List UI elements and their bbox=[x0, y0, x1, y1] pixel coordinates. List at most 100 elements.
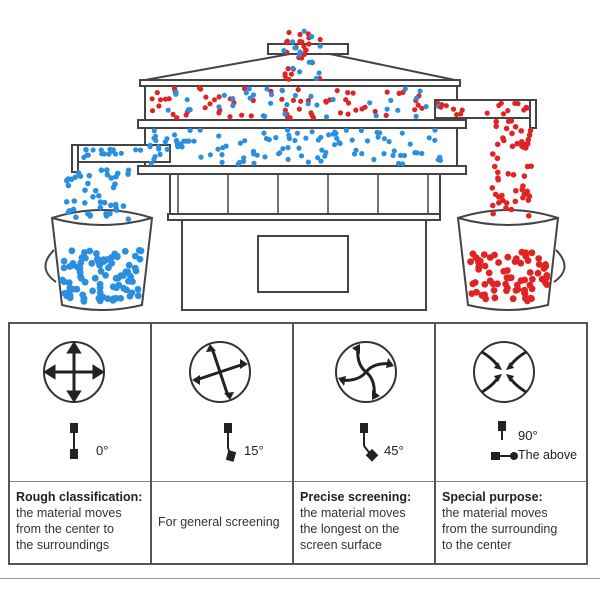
fine-particle bbox=[391, 148, 397, 154]
coarse-particle bbox=[345, 111, 351, 117]
coarse-particle bbox=[415, 102, 421, 108]
coarse-particle bbox=[384, 89, 390, 95]
coarse-particle bbox=[174, 115, 180, 121]
fine-particle bbox=[118, 150, 124, 156]
fine-particle bbox=[77, 173, 84, 179]
coarse-particle bbox=[513, 188, 519, 194]
coarse-particle bbox=[494, 141, 501, 148]
coarse-particle bbox=[521, 289, 528, 297]
angle-label: 90° bbox=[518, 428, 538, 443]
fine-particle bbox=[285, 156, 291, 162]
fine-particle bbox=[326, 132, 332, 138]
fine-particle bbox=[115, 170, 121, 177]
fine-particle bbox=[88, 259, 96, 267]
fine-particle bbox=[137, 147, 144, 153]
coarse-particle bbox=[520, 194, 526, 201]
fine-particle bbox=[69, 260, 77, 267]
coarse-particle bbox=[170, 111, 176, 117]
coarse-particle bbox=[510, 172, 517, 178]
fine-particle bbox=[90, 194, 96, 200]
coarse-particle bbox=[298, 98, 304, 104]
fine-particle bbox=[197, 127, 203, 133]
fine-particle bbox=[251, 151, 257, 157]
fine-particle bbox=[290, 65, 296, 71]
fine-particle bbox=[134, 285, 142, 293]
coarse-particle bbox=[317, 36, 323, 43]
fine-particle bbox=[243, 90, 249, 96]
fine-particle bbox=[281, 48, 287, 54]
coarse-particle bbox=[227, 114, 233, 120]
fine-particle bbox=[316, 70, 322, 76]
fine-particle bbox=[292, 92, 298, 99]
description-line: screen surface bbox=[300, 538, 382, 552]
fine-particle bbox=[437, 157, 443, 163]
fine-particle bbox=[273, 135, 279, 141]
coarse-particle bbox=[505, 108, 511, 114]
fine-particle bbox=[332, 142, 338, 148]
fine-particle bbox=[426, 135, 432, 141]
fine-particle bbox=[292, 45, 298, 51]
fine-particle bbox=[292, 137, 298, 144]
coarse-particle bbox=[303, 47, 309, 53]
coarse-particle bbox=[337, 110, 344, 116]
mode-rough-icon-row: 0° bbox=[10, 324, 150, 482]
fine-particle bbox=[309, 59, 315, 65]
coarse-particle bbox=[362, 104, 368, 110]
coarse-particle bbox=[493, 118, 500, 125]
fine-particle bbox=[386, 139, 392, 145]
fine-particle bbox=[85, 180, 91, 187]
coarse-particle bbox=[508, 206, 515, 213]
coarse-particle bbox=[489, 280, 497, 288]
fine-particle bbox=[156, 146, 162, 152]
fine-particle bbox=[247, 95, 253, 101]
coarse-particle bbox=[454, 112, 460, 118]
coarse-particle bbox=[517, 259, 525, 267]
weight-indicator-icon bbox=[70, 423, 78, 459]
mode-heading: Special purpose: bbox=[442, 490, 543, 504]
description-line: to the center bbox=[442, 538, 512, 552]
coarse-particle bbox=[149, 108, 156, 114]
fine-particle bbox=[315, 155, 321, 161]
coarse-particle bbox=[469, 250, 477, 258]
coarse-particle bbox=[297, 31, 303, 38]
inward-arrows-90-icon bbox=[473, 341, 535, 460]
fine-particle bbox=[216, 104, 222, 110]
fine-particle bbox=[373, 113, 379, 119]
coarse-particle bbox=[196, 85, 202, 91]
mode-description: Special purpose: the material moves from… bbox=[442, 489, 582, 553]
coarse-particle bbox=[286, 76, 292, 82]
curved-arrows-15-icon bbox=[189, 341, 251, 462]
fine-particle bbox=[308, 93, 314, 99]
fine-particle bbox=[219, 152, 225, 158]
coarse-particle bbox=[496, 102, 502, 109]
fine-particle bbox=[63, 199, 70, 205]
fine-particle bbox=[187, 106, 193, 112]
coarse-particle bbox=[489, 185, 496, 191]
fine-particle bbox=[125, 171, 131, 177]
fine-particle bbox=[69, 285, 77, 293]
fine-particle bbox=[60, 257, 68, 265]
fine-particle bbox=[93, 250, 100, 257]
mode-description: Rough classification: the material moves… bbox=[16, 489, 146, 553]
coarse-particle bbox=[505, 171, 512, 177]
coarse-particle bbox=[383, 112, 389, 118]
fine-particle bbox=[104, 172, 111, 178]
fine-particle bbox=[125, 261, 133, 269]
fine-particle bbox=[134, 292, 142, 300]
coarse-particle bbox=[202, 105, 208, 111]
coarse-particle bbox=[481, 281, 489, 288]
fine-particle bbox=[151, 128, 157, 134]
coarse-particle bbox=[279, 96, 285, 102]
coarse-particle bbox=[503, 200, 510, 206]
fine-particle bbox=[268, 92, 275, 98]
fine-particle bbox=[317, 43, 323, 49]
fine-particle bbox=[187, 127, 193, 133]
fine-particle bbox=[371, 156, 377, 163]
fine-particle bbox=[381, 136, 387, 142]
description-line: the longest on the bbox=[300, 522, 400, 536]
fine-particle bbox=[319, 147, 325, 153]
coarse-particle bbox=[503, 205, 509, 211]
description-line: the surroundings bbox=[16, 538, 110, 552]
fine-particle bbox=[96, 289, 104, 296]
fine-particle bbox=[432, 137, 438, 143]
